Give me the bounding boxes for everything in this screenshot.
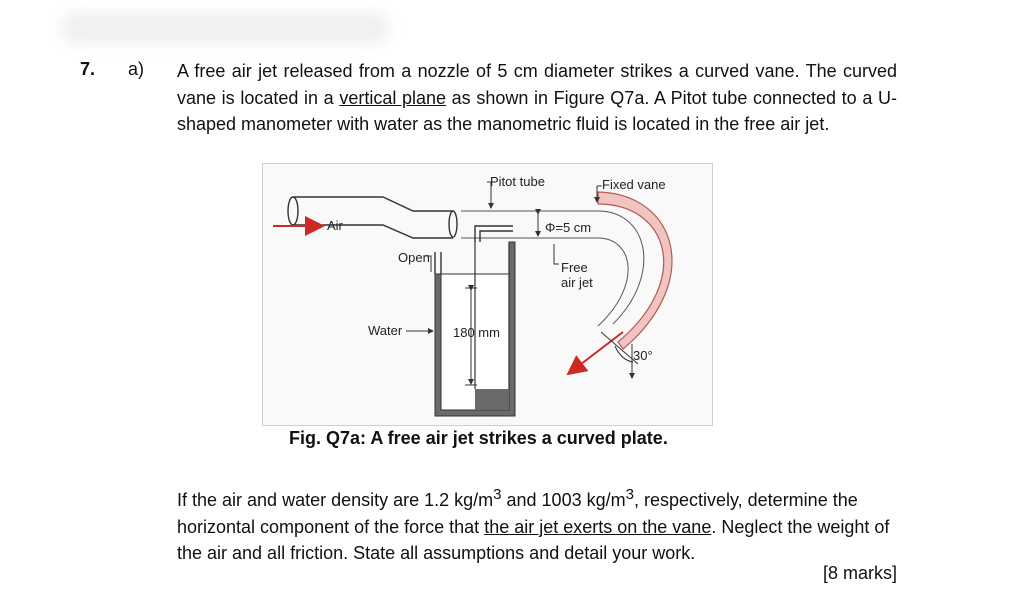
label-fixed-vane: Fixed vane (602, 177, 666, 192)
free-jet (461, 210, 645, 327)
task-underlined-text: the air jet exerts on the vane (484, 516, 712, 537)
task-text-4: . Neglect the weight of the air and all … (177, 516, 890, 564)
blurred-header-smudge (60, 12, 390, 44)
figure-diagram: Air Pitot tube Φ=5 cm (273, 174, 673, 417)
pipe-nozzle (287, 196, 458, 239)
task-text-3: , respectively, determine the horizontal… (177, 490, 858, 537)
marks-label: [8 marks] (822, 563, 897, 583)
label-angle: 30° (633, 348, 653, 363)
u-manometer (434, 241, 516, 417)
pitot-tube (474, 225, 513, 242)
intro-underlined-text: vertical plane (339, 87, 447, 108)
label-pitot-tube: Pitot tube (490, 174, 545, 189)
task-text-1: If the air and water density are 1.2 kg/… (177, 490, 494, 510)
task-text-2: and 1003 kg/m (501, 490, 626, 510)
figure-caption: Fig. Q7a: A free air jet strikes a curve… (289, 428, 668, 448)
label-water: Water (368, 323, 403, 338)
label-air: Air (327, 218, 344, 233)
question-intro: A free air jet released from a nozzle of… (177, 58, 897, 138)
intro-text-1: A free air jet released from a nozzle of… (177, 61, 897, 108)
label-height: 180 mm (453, 325, 500, 340)
label-free: Free (561, 260, 588, 275)
label-diameter: Φ=5 cm (545, 220, 591, 235)
question-part: a) (128, 59, 145, 79)
deflected-jet-arrow (566, 331, 624, 376)
label-open: Open (398, 250, 430, 265)
question-number: 7. (80, 59, 96, 79)
question-task: If the air and water density are 1.2 kg/… (177, 482, 897, 567)
fixed-vane (597, 191, 673, 350)
task-superscript-1: 3 (493, 486, 502, 503)
intro-text-2: as shown in Figure Q7a. A Pitot tube con… (177, 87, 897, 135)
figure-q7a: Air Pitot tube Φ=5 cm (262, 163, 713, 426)
task-superscript-2: 3 (625, 486, 634, 503)
height-dimension (465, 285, 477, 386)
label-air-jet: air jet (561, 275, 593, 290)
